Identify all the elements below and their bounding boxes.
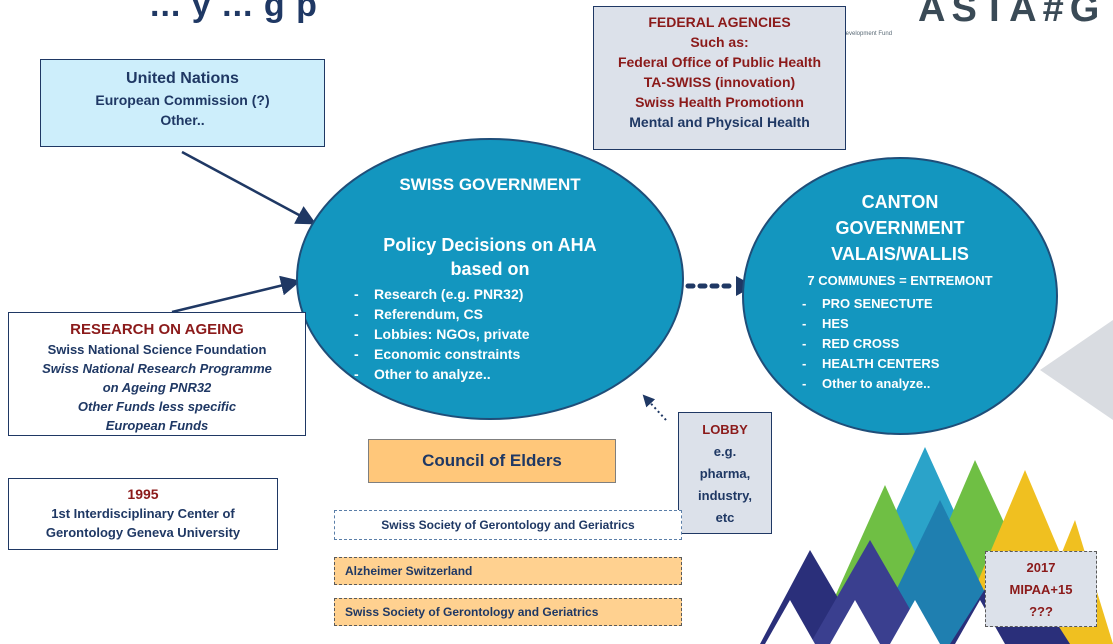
founding-year-box: 1995 1st Interdisciplinary Center of Ger… <box>8 478 278 550</box>
lobby-line-3: industry, <box>698 488 752 503</box>
founding-line-1: 1st Interdisciplinary Center of <box>51 506 235 521</box>
founding-year: 1995 <box>127 486 159 502</box>
list-item: Lobbies: NGOs, private <box>350 324 610 344</box>
list-item: HES <box>798 314 1018 334</box>
canton-government-title: CANTON GOVERNMENT VALAIS/WALLIS <box>831 192 969 264</box>
mountain-triangle <box>810 540 930 644</box>
federal-item-1: Federal Office of Public Health <box>617 54 822 70</box>
list-item: HEALTH CENTERS <box>798 354 1018 374</box>
list-item: Other to analyze.. <box>798 374 1018 394</box>
list-item: Referendum, CS <box>350 304 610 324</box>
research-title: RESEARCH ON AGEING <box>70 321 244 338</box>
mountain-triangle <box>765 600 815 644</box>
federal-item-2: TA-SWISS (innovation) <box>643 74 796 90</box>
council-of-elders-box: Council of Elders <box>368 439 616 483</box>
un-line-2: Other.. <box>160 112 205 128</box>
list-item: Economic constraints <box>350 344 610 364</box>
federal-item-3: Swiss Health Promotionn <box>635 94 804 110</box>
society-box-2: Alzheimer Switzerland <box>334 557 682 585</box>
lobby-line-1: e.g. <box>713 444 737 459</box>
un-line-1: European Commission (?) <box>95 92 270 108</box>
mipaa-year: 2017 <box>1026 560 1056 575</box>
list-item: Research (e.g. PNR32) <box>350 284 610 304</box>
arrow-lobby-to-government <box>642 394 667 421</box>
list-item: PRO SENECTUTE <box>798 294 1018 314</box>
page-title-fragment: ... y ... g p <box>150 0 318 25</box>
logo-subtitle: ...al Development Fund <box>830 31 893 37</box>
mountain-triangle <box>955 600 1005 644</box>
lobby-line-4: etc <box>715 510 735 525</box>
research-line-2: Swiss National Research Programme <box>42 361 272 376</box>
list-item: Other to analyze.. <box>350 364 610 384</box>
research-on-ageing-box: RESEARCH ON AGEING Swiss National Scienc… <box>8 312 306 436</box>
lobby-box: LOBBY e.g. pharma, industry, etc <box>678 412 772 534</box>
canton-services-list: PRO SENECTUTE HES RED CROSS HEALTH CENTE… <box>798 294 1018 394</box>
swiss-government-title: SWISS GOVERNMENT <box>399 175 581 194</box>
research-line-5: European Funds <box>105 418 209 433</box>
list-item: RED CROSS <box>798 334 1018 354</box>
arrow-research-to-government <box>171 275 301 314</box>
grey-pointer-shape <box>1040 320 1113 420</box>
research-line-4: Other Funds less specific <box>77 399 237 414</box>
mipaa-box: 2017 MIPAA+15 ??? <box>985 551 1097 627</box>
research-line-1: Swiss National Science Foundation <box>47 342 267 357</box>
federal-title: FEDERAL AGENCIES <box>648 14 791 30</box>
mipaa-line-1: MIPAA+15 <box>1009 582 1073 597</box>
logo-text: ASTA#G <box>918 0 1106 30</box>
lobby-line-2: pharma, <box>699 466 751 481</box>
federal-item-4: Mental and Physical Health <box>629 114 810 130</box>
policy-heading: Policy Decisions on AHA based on <box>383 235 597 279</box>
society-box-1: Swiss Society of Gerontology and Geriatr… <box>334 510 682 540</box>
canton-subtitle: 7 COMMUNES = ENTREMONT <box>807 273 993 288</box>
lobby-title: LOBBY <box>702 422 748 437</box>
society-box-3: Swiss Society of Gerontology and Geriatr… <box>334 598 682 626</box>
logo: ASTA#G <box>918 0 1105 31</box>
un-title: United Nations <box>126 70 239 87</box>
mountain-triangle <box>830 600 880 644</box>
united-nations-box: United Nations European Commission (?) O… <box>40 59 325 147</box>
arrow-un-to-government <box>181 150 317 225</box>
government-basis-list: Research (e.g. PNR32) Referendum, CS Lob… <box>350 284 610 384</box>
federal-agencies-box: FEDERAL AGENCIES Such as: Federal Office… <box>593 6 846 150</box>
mipaa-line-2: ??? <box>1029 604 1053 619</box>
page-title-text: ... y ... g p <box>150 0 318 24</box>
founding-line-2: Gerontology Geneva University <box>45 525 241 540</box>
federal-subtitle: Such as: <box>690 34 749 50</box>
research-line-3: on Ageing PNR32 <box>102 380 212 395</box>
mountain-triangle <box>890 600 940 644</box>
